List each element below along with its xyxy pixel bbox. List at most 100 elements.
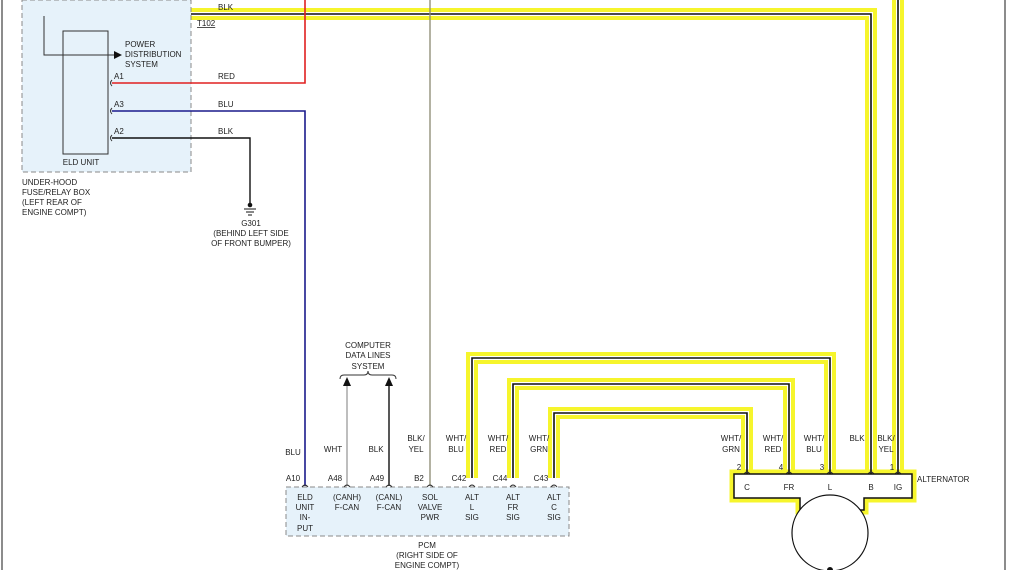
- fuse-box-caption-3: (LEFT REAR OF: [22, 198, 82, 207]
- pcm-box: [285, 486, 570, 537]
- pcm-wire-label: WHT/: [488, 434, 509, 443]
- pcm-pin-label: C42: [452, 474, 467, 483]
- pcm-wire-label: BLU: [448, 445, 464, 454]
- pcm-pin-label: B2: [414, 474, 424, 483]
- data-lines-label-3: SYSTEM: [352, 362, 385, 371]
- alt-wire-label: YEL: [878, 445, 894, 454]
- pcm-pin-label: C43: [534, 474, 549, 483]
- pcm-caption-3: ENGINE COMPT): [395, 561, 460, 570]
- alt-wire-label: RED: [765, 445, 782, 454]
- pcm-function-label: SIG: [547, 513, 561, 522]
- alt-pin-label: 4: [779, 463, 784, 472]
- pcm-caption-1: PCM: [418, 541, 436, 550]
- pcm-function-label: PWR: [421, 513, 440, 522]
- alternator-body: [791, 494, 869, 570]
- wire-ground: [112, 137, 251, 205]
- ground-location-1: (BEHIND LEFT SIDE: [213, 229, 288, 238]
- pcm-pin-label: A10: [286, 474, 301, 483]
- pin-a3-label: A3: [114, 100, 124, 109]
- pcm-pin-label: A48: [328, 474, 343, 483]
- alt-wire-label: WHT/: [763, 434, 784, 443]
- alternator-dot: [827, 567, 833, 570]
- alt-pin-label: 1: [890, 463, 895, 472]
- top-wire-label: BLK: [218, 3, 234, 12]
- pcm-wire-label: YEL: [408, 445, 424, 454]
- pcm-function-label: L: [470, 503, 475, 512]
- data-lines-label-2: DATA LINES: [345, 351, 390, 360]
- wire-blue-label: BLU: [218, 100, 234, 109]
- pcm-wire-label: GRN: [530, 445, 548, 454]
- eld-unit-box: [62, 30, 109, 155]
- alt-terminal-label: FR: [784, 483, 795, 492]
- pcm-function-label: SIG: [506, 513, 520, 522]
- power-dist-label-2: DISTRIBUTION: [125, 50, 182, 59]
- terminal-a3: [110, 107, 113, 115]
- power-dist-label-1: POWER: [125, 40, 155, 49]
- pcm-function-label: ELD: [297, 493, 313, 502]
- pcm-pin-label: A49: [370, 474, 385, 483]
- pcm-function-label: VALVE: [418, 503, 443, 512]
- fuse-relay-box: [21, 0, 192, 173]
- alt-wire-label: WHT/: [804, 434, 825, 443]
- alt-terminal-label: B: [868, 483, 873, 492]
- terminal-a1: [110, 79, 113, 87]
- pcm-function-label: C: [551, 503, 557, 512]
- power-dist-label-3: SYSTEM: [125, 60, 158, 69]
- alt-wire-label: BLK: [849, 434, 865, 443]
- arrow-right-icon: [114, 51, 122, 59]
- alternator-connector: [733, 473, 913, 511]
- alt-terminal-label: C: [744, 483, 750, 492]
- pcm-function-label: ALT: [506, 493, 520, 502]
- pcm-wire-label: BLK/: [407, 434, 425, 443]
- pcm-wire-label: RED: [490, 445, 507, 454]
- pcm-function-label: SOL: [422, 493, 439, 502]
- highlight-alt-c: [548, 407, 753, 478]
- alt-wire-label: GRN: [722, 445, 740, 454]
- ground-location-2: OF FRONT BUMPER): [211, 239, 291, 248]
- data-lines-bracket: [339, 370, 397, 380]
- pin-a1-label: A1: [114, 72, 124, 81]
- pcm-caption-2: (RIGHT SIDE OF: [396, 551, 458, 560]
- alternator-label: ALTERNATOR: [917, 475, 970, 484]
- fuse-box-caption-2: FUSE/RELAY BOX: [22, 188, 91, 197]
- pcm-pin-label: C44: [493, 474, 508, 483]
- pcm-function-label: F-CAN: [377, 503, 402, 512]
- eld-unit-label: ELD UNIT: [63, 158, 100, 167]
- alt-wire-label: BLU: [806, 445, 822, 454]
- data-lines-label-1: COMPUTER: [345, 341, 391, 350]
- pcm-function-label: (CANH): [333, 493, 361, 502]
- pcm-wire-label: BLK: [368, 445, 384, 454]
- pcm-function-label: F-CAN: [335, 503, 360, 512]
- pcm-function-label: IN-: [300, 513, 311, 522]
- alt-terminal-label: L: [828, 483, 833, 492]
- pcm-function-label: UNIT: [296, 503, 315, 512]
- pcm-wire-label: WHT/: [446, 434, 467, 443]
- fuse-box-caption-1: UNDER-HOOD: [22, 178, 77, 187]
- ground-icon: [244, 202, 256, 216]
- ground-name: G301: [241, 219, 261, 228]
- pcm-function-label: PUT: [297, 524, 313, 533]
- wire-alt-fr: [512, 383, 790, 478]
- arrow-up-icon: [343, 377, 351, 386]
- fuse-box-caption-4: ENGINE COMPT): [22, 208, 87, 217]
- pin-a2-label: A2: [114, 127, 124, 136]
- alt-wire-label: BLK/: [877, 434, 895, 443]
- wire-alt-l: [471, 357, 831, 478]
- wire-blue: [112, 110, 306, 486]
- wire-alt-c: [553, 412, 748, 478]
- arrow-up-icon: [385, 377, 393, 386]
- pcm-wire-label: WHT/: [529, 434, 550, 443]
- pcm-function-label: SIG: [465, 513, 479, 522]
- pcm-function-label: (CANL): [376, 493, 403, 502]
- pcm-wire-label: BLU: [285, 448, 301, 457]
- pcm-function-label: ALT: [547, 493, 561, 502]
- pcm-wire-label: WHT: [324, 445, 342, 454]
- pcm-terminals: [301, 484, 558, 488]
- splice-label: T102: [197, 19, 216, 28]
- alt-pin-label: 3: [820, 463, 825, 472]
- terminal-a2: [110, 134, 113, 142]
- wire-ground-label: BLK: [218, 127, 234, 136]
- alt-wire-label: WHT/: [721, 434, 742, 443]
- wire-red: [112, 0, 306, 84]
- pcm-function-label: FR: [508, 503, 519, 512]
